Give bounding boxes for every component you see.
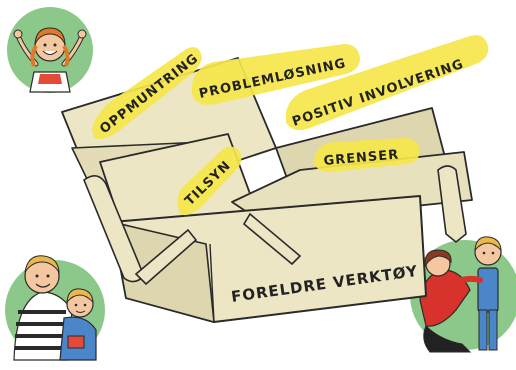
parent-hugging-child-icon [5,256,105,360]
child-thumbs-up-icon [7,7,93,93]
